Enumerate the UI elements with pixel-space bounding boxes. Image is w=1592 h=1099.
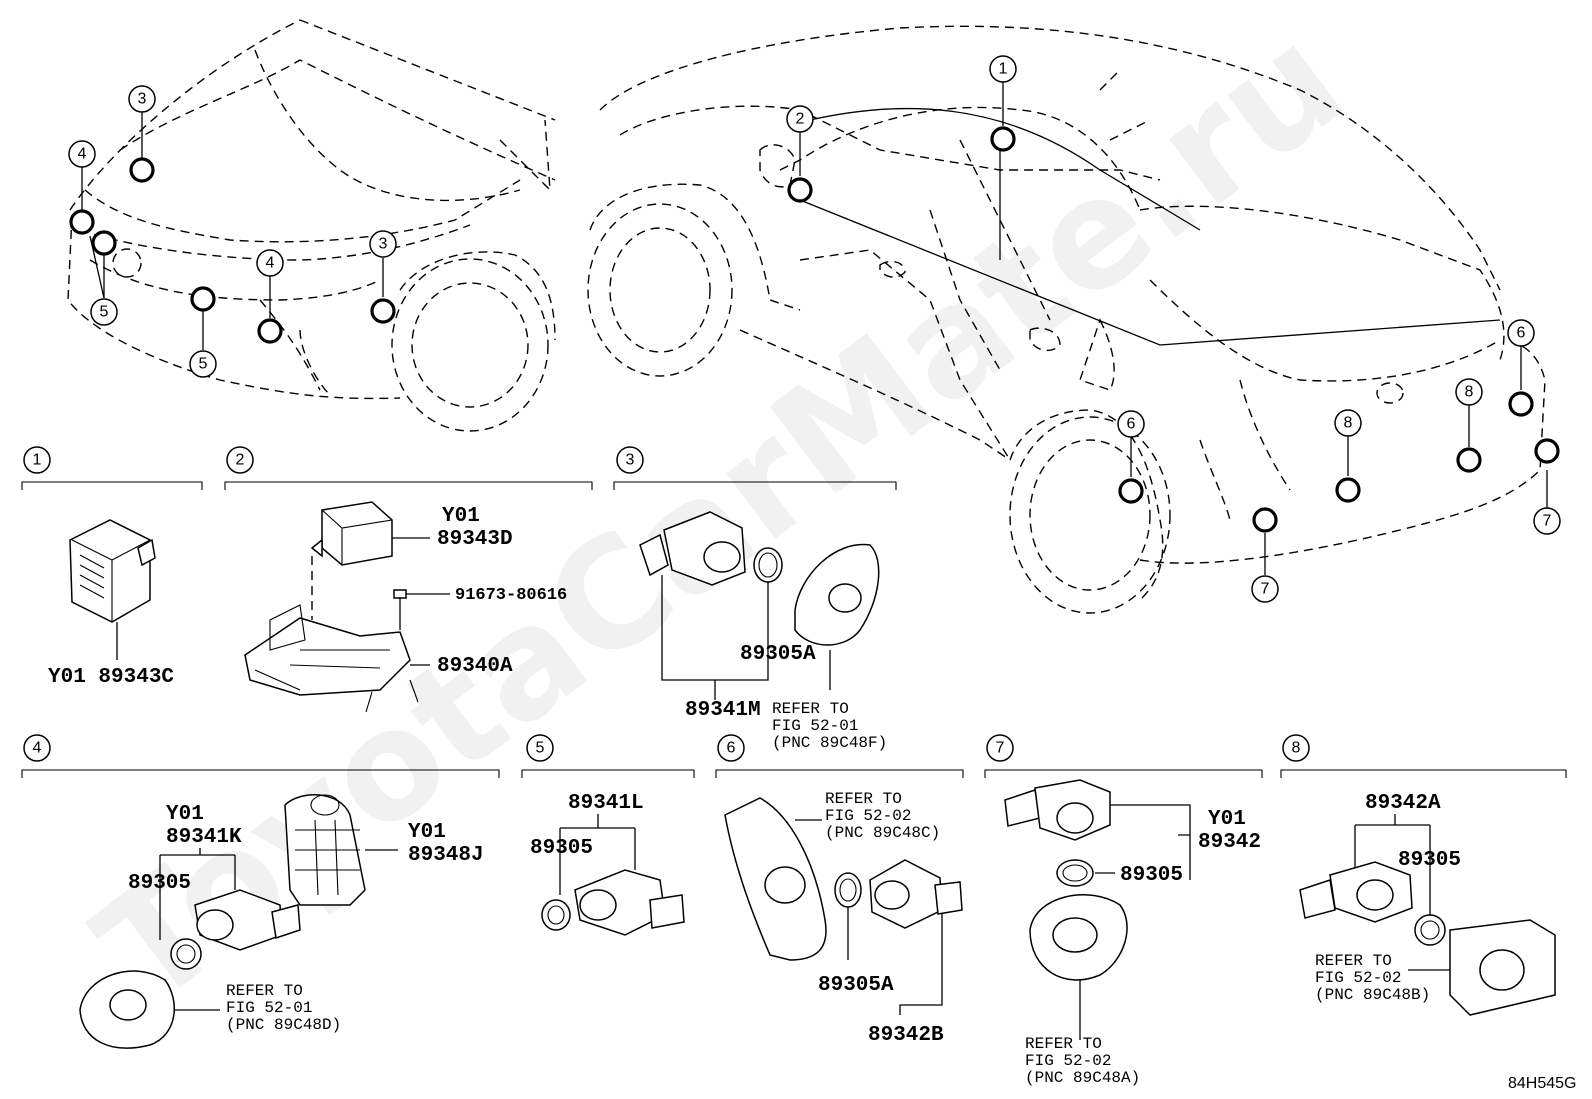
part-label-89341L: 89341L — [568, 792, 644, 815]
ref-line: (PNC 89C48C) — [825, 824, 940, 842]
callout-number: 6 — [1127, 416, 1136, 433]
callout-number: 3 — [379, 236, 388, 253]
section-4-sensor-set: Y01 89341K 89305 Y01 89348J REFER TO FIG… — [79, 794, 484, 1049]
part-label-89341K: 89341K — [166, 826, 242, 849]
ref-line: (PNC 89C48B) — [1315, 986, 1430, 1004]
callout-number: 2 — [796, 111, 805, 128]
callout-number: 1 — [999, 61, 1008, 78]
location-mark-5 — [190, 286, 216, 312]
part-label-89305: 89305 — [530, 837, 593, 860]
location-mark-6 — [1118, 478, 1144, 504]
location-mark-4 — [257, 318, 283, 344]
part-label-91673-80616: 91673-80616 — [455, 586, 567, 605]
part-label-89342B: 89342B — [868, 1024, 944, 1047]
section-8-sensor-set: 89342A 89305 REFER TO FIG 52-02 (PNC 89C… — [1299, 792, 1556, 1016]
part-label-y01: Y01 — [166, 803, 204, 826]
location-mark-8 — [1456, 447, 1482, 473]
part-label-89305: 89305 — [1398, 849, 1461, 872]
ref-line: REFER TO — [1315, 952, 1392, 970]
callout-number: 7 — [1261, 581, 1270, 598]
part-label-89340A: 89340A — [437, 655, 513, 678]
ref-line: FIG 52-01 — [772, 717, 858, 735]
part-label-89341M: 89341M — [685, 699, 761, 722]
ref-line: FIG 52-01 — [226, 999, 312, 1017]
callout-number: 5 — [199, 356, 208, 373]
ref-line: (PNC 89C48A) — [1025, 1069, 1140, 1087]
part-label-89305A: 89305A — [818, 974, 894, 997]
section-number: 1 — [33, 452, 42, 469]
section-number: 7 — [996, 740, 1005, 757]
part-label-89305A: 89305A — [740, 643, 816, 666]
part-label-y01: Y01 — [1208, 808, 1246, 831]
section-6-sensor-set: REFER TO FIG 52-02 (PNC 89C48C) 89305A 8… — [724, 790, 963, 1047]
callout-number: 8 — [1344, 415, 1353, 432]
ref-line: FIG 52-02 — [1315, 969, 1401, 987]
diagram-code: 84H545G — [1508, 1075, 1577, 1092]
section-number: 5 — [536, 740, 545, 757]
callout-number: 3 — [138, 91, 147, 108]
location-mark-5 — [91, 230, 117, 256]
ref-line: REFER TO — [772, 700, 849, 718]
part-label-89343D: 89343D — [437, 528, 513, 551]
section-7-sensor-set: 89305 Y01 89342 REFER TO FIG 52-02 (PNC … — [1004, 779, 1261, 1087]
rear-car-view — [587, 25, 1546, 614]
part-label-y01: Y01 — [408, 821, 446, 844]
ref-line: REFER TO — [825, 790, 902, 808]
callout-number: 8 — [1465, 384, 1474, 401]
location-mark-2 — [787, 177, 813, 203]
callout-number: 7 — [1543, 513, 1552, 530]
sensor-location-marks — [69, 126, 1560, 533]
ref-line: FIG 52-02 — [825, 807, 911, 825]
callout-number: 4 — [78, 146, 87, 163]
section-number: 2 — [236, 452, 245, 469]
location-mark-4 — [69, 209, 95, 235]
location-mark-8 — [1335, 477, 1361, 503]
section-1-sensor-module: Y01 89343C — [48, 519, 174, 689]
section-number: 4 — [33, 740, 42, 757]
location-mark-3 — [370, 298, 396, 324]
section-number: 3 — [626, 452, 635, 469]
location-mark-1 — [990, 126, 1016, 152]
part-label-y01: Y01 — [442, 505, 480, 528]
part-label-89305: 89305 — [1120, 864, 1183, 887]
part-label-89305: 89305 — [128, 872, 191, 895]
callout-number: 4 — [266, 255, 275, 272]
callout-number: 6 — [1517, 325, 1526, 342]
section-number: 8 — [1292, 740, 1301, 757]
section-2-relay-bracket: Y01 89343D 91673-80616 89340A — [244, 501, 567, 713]
location-mark-7 — [1252, 507, 1278, 533]
ref-line: REFER TO — [226, 982, 303, 1000]
part-label-89342: 89342 — [1198, 831, 1261, 854]
ref-line: FIG 52-02 — [1025, 1052, 1111, 1070]
front-car-view — [67, 19, 556, 432]
section-number: 6 — [727, 740, 736, 757]
part-label-89348J: 89348J — [408, 844, 484, 867]
ref-line: (PNC 89C48D) — [226, 1016, 341, 1034]
location-mark-6 — [1508, 391, 1534, 417]
section-3-sensor: 89305A 89341M REFER TO FIG 52-01 (PNC 89… — [639, 511, 887, 752]
car-view-callouts: 3 4 5 4 3 5 1 2 6 8 8 6 7 7 — [68, 55, 1561, 603]
ref-line: REFER TO — [1025, 1035, 1102, 1053]
section-5-sensor-set: 89341L 89305 — [530, 792, 685, 936]
callout-number: 5 — [100, 304, 109, 321]
part-label-89343C: Y01 89343C — [48, 666, 174, 689]
location-mark-7 — [1534, 438, 1560, 464]
ref-line: (PNC 89C48F) — [772, 734, 887, 752]
part-label-89342A: 89342A — [1365, 792, 1441, 815]
location-mark-3 — [129, 157, 155, 183]
section-headers: 1 2 3 4 5 6 7 8 — [21, 446, 1567, 778]
